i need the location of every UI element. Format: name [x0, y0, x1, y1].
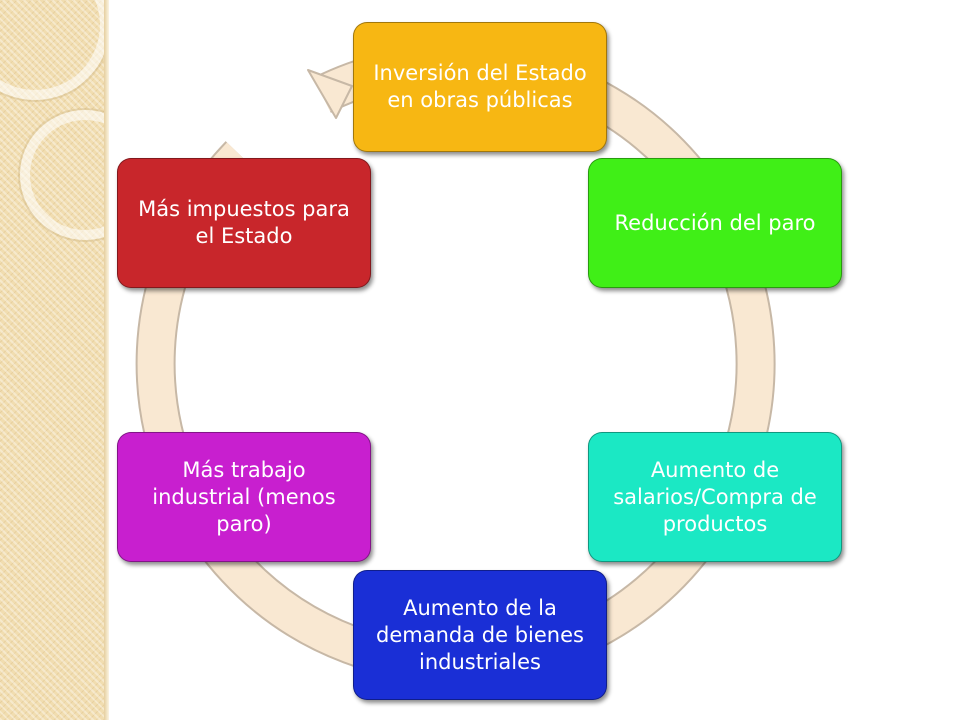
node-salarios-label: Aumento de salarios/Compra de productos [613, 457, 817, 536]
decorative-ring [20, 110, 104, 240]
node-trabajo-label: Más trabajo industrial (menos paro) [152, 457, 336, 536]
node-trabajo: Más trabajo industrial (menos paro) [117, 432, 371, 562]
decorative-side-strip [0, 0, 104, 720]
node-demanda: Aumento de la demanda de bienes industri… [353, 570, 607, 700]
decorative-ring [0, 0, 104, 100]
node-impuestos: Más impuestos para el Estado [117, 158, 371, 288]
node-impuestos-label: Más impuestos para el Estado [138, 197, 350, 248]
node-inversion: Inversión del Estado en obras públicas [353, 22, 607, 152]
side-strip-edge [104, 0, 109, 720]
node-salarios: Aumento de salarios/Compra de productos [588, 432, 842, 562]
node-reduccion: Reducción del paro [588, 158, 842, 288]
node-demanda-label: Aumento de la demanda de bienes industri… [376, 595, 584, 674]
node-reduccion-label: Reducción del paro [614, 210, 816, 235]
node-inversion-label: Inversión del Estado en obras públicas [373, 61, 587, 112]
